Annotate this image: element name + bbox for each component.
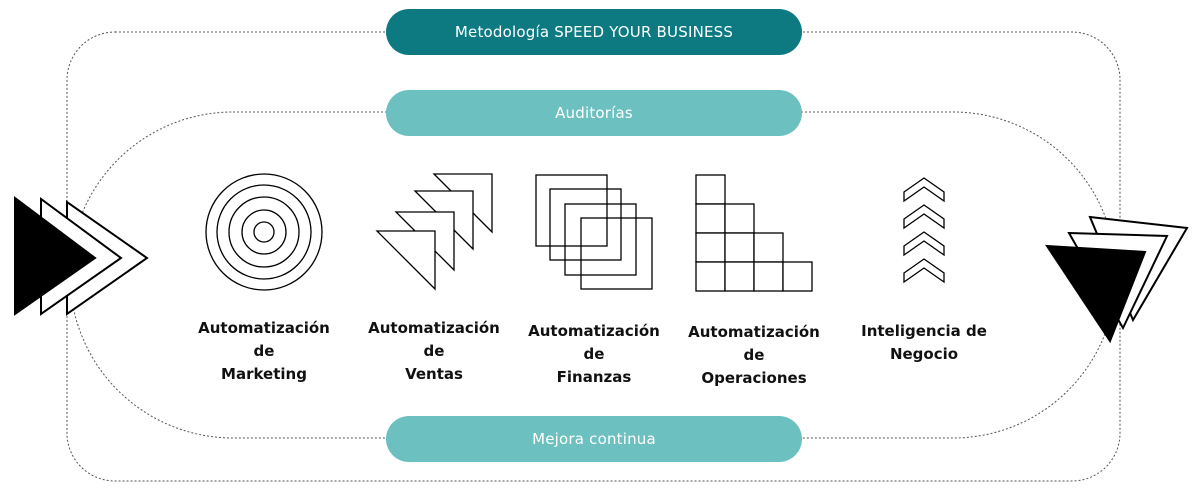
stacked-squares-icon: [535, 174, 653, 290]
exit-arrows-icon: [1045, 215, 1189, 344]
step-label-finanzas: Automatización de Finanzas: [528, 322, 660, 386]
concentric-circles-icon: [205, 173, 323, 291]
step-label-marketing: Automatización de Marketing: [198, 319, 330, 383]
continuous-improvement-pill: Mejora continua: [386, 416, 802, 462]
step-label-inteligencia: Inteligencia de Negocio: [861, 322, 987, 363]
step-label-operaciones: Automatización de Operaciones: [688, 323, 820, 387]
staircase-grid-icon: [695, 174, 813, 292]
methodology-title-pill: Metodología SPEED YOUR BUSINESS: [386, 9, 802, 55]
entry-arrows-icon: [14, 196, 149, 316]
chevrons-up-icon: [903, 177, 945, 284]
stacked-triangles-icon: [375, 173, 493, 291]
audits-pill: Auditorías: [386, 90, 802, 136]
step-label-ventas: Automatización de Ventas: [368, 319, 500, 383]
